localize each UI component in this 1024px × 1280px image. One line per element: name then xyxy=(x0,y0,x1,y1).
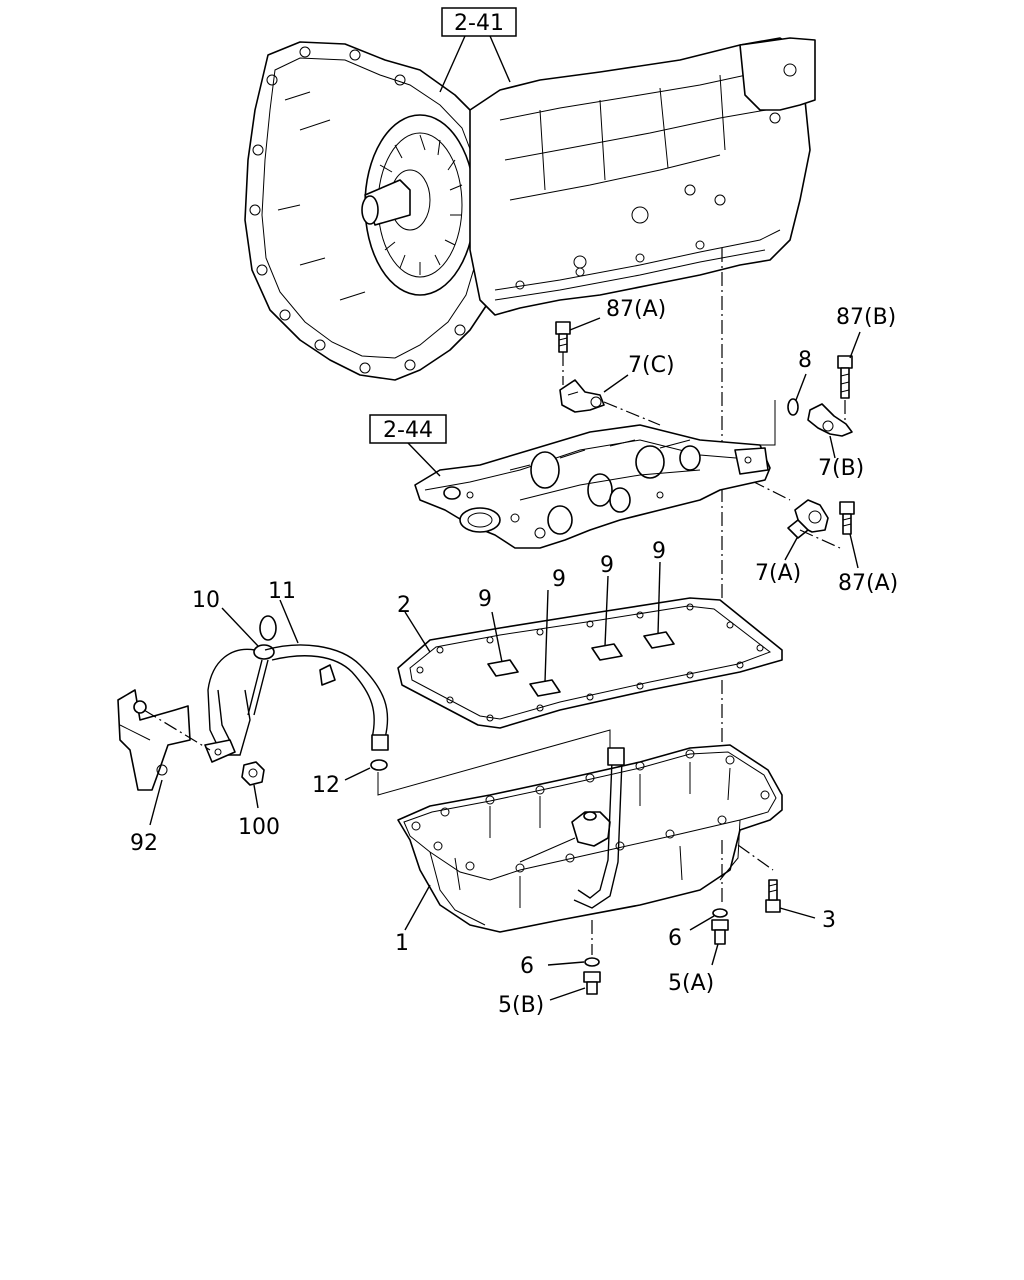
filter-9-3 xyxy=(591,643,623,661)
bolt-87a-top xyxy=(555,321,571,353)
washer-6a xyxy=(712,908,728,918)
label-7b: 7(B) xyxy=(818,456,864,481)
transmission-assembly xyxy=(244,37,816,381)
label-6a: 6 xyxy=(668,926,682,951)
solenoid-7a xyxy=(787,499,829,539)
label-3: 3 xyxy=(822,908,836,933)
dipstick-10 xyxy=(247,615,277,716)
washer-6b xyxy=(584,957,600,967)
label-5a: 5(A) xyxy=(668,971,714,996)
label-9-2: 9 xyxy=(552,567,566,592)
label-100: 100 xyxy=(238,815,280,840)
solenoid-7c xyxy=(559,379,605,413)
drain-plug-5b xyxy=(583,971,601,995)
ref-2-44-label: 2-44 xyxy=(383,418,433,443)
label-8: 8 xyxy=(798,348,812,373)
filter-9-1 xyxy=(487,659,519,677)
label-1: 1 xyxy=(395,931,409,956)
label-10: 10 xyxy=(192,588,220,613)
pan-flange-holes xyxy=(411,749,770,873)
valve-body xyxy=(414,424,771,549)
nut-100 xyxy=(241,761,265,786)
label-9-1: 9 xyxy=(478,587,492,612)
label-9-4: 9 xyxy=(652,539,666,564)
label-2: 2 xyxy=(397,593,411,618)
label-7c: 7(C) xyxy=(628,353,675,378)
label-11: 11 xyxy=(268,579,296,604)
ref-2-41: 2-41 xyxy=(439,7,517,93)
oring-8 xyxy=(787,398,799,416)
flange-holes xyxy=(249,46,466,374)
bolt-87b xyxy=(837,355,853,399)
label-87a-bottom: 87(A) xyxy=(838,571,898,596)
drain-plug-5a xyxy=(711,919,729,945)
label-87a-top: 87(A) xyxy=(606,297,666,322)
oring-12 xyxy=(370,759,388,771)
impeller-fins xyxy=(379,134,463,275)
gasket xyxy=(397,597,783,729)
label-12: 12 xyxy=(312,773,340,798)
label-87b: 87(B) xyxy=(836,305,896,330)
gasket-holes xyxy=(416,603,764,722)
label-5b: 5(B) xyxy=(498,993,544,1018)
label-7a: 7(A) xyxy=(755,561,801,586)
ref-2-41-label: 2-41 xyxy=(454,11,504,36)
label-92: 92 xyxy=(130,831,158,856)
bracket-92 xyxy=(117,689,191,791)
filler-tube-11 xyxy=(204,644,389,763)
oil-pan xyxy=(397,744,783,933)
label-6b: 6 xyxy=(520,954,534,979)
bolt-87a-bottom xyxy=(839,501,855,535)
label-9-3: 9 xyxy=(600,553,614,578)
solenoid-7b xyxy=(807,403,853,437)
ref-2-44: 2-44 xyxy=(369,414,447,477)
bolt-3 xyxy=(765,879,781,913)
